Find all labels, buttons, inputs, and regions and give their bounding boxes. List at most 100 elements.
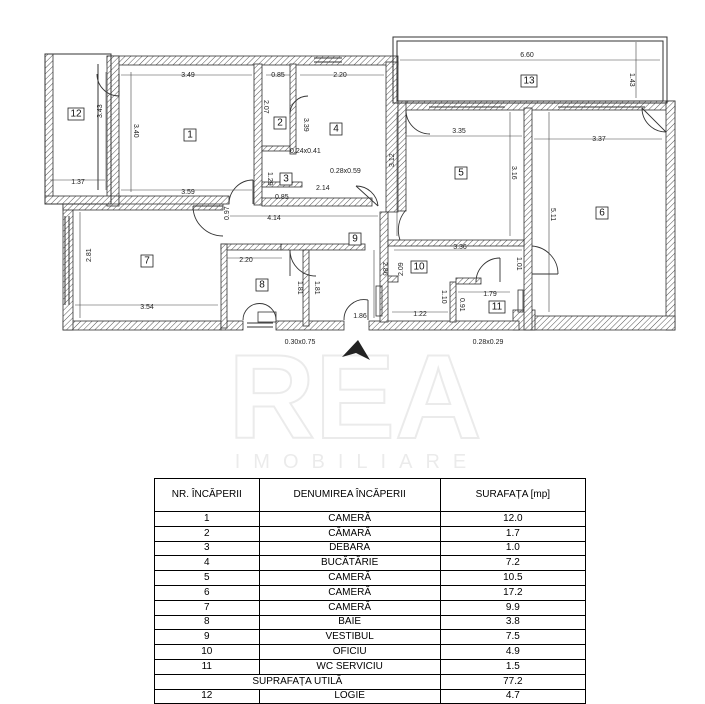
table-cell: 11	[154, 658, 260, 675]
dim-text: 1.10	[440, 290, 447, 304]
dim-text: 1.01	[515, 257, 522, 271]
dimension-labels: 6.60 1.43 3.49 0.85 2.20 2.07 3.39 3.40 …	[71, 52, 635, 346]
total-label: SUPRAFAȚA UTILĂ	[154, 673, 441, 690]
table-cell: 4.7	[439, 688, 587, 704]
doors	[96, 73, 667, 321]
room-label-1: 1	[183, 128, 197, 142]
table-cell: 8	[154, 614, 260, 631]
dim-text: 1.43	[628, 73, 635, 87]
dim-text: 5.11	[549, 208, 556, 221]
table-cell: WC SERVICIU	[258, 658, 441, 675]
room-label-10: 10	[410, 260, 428, 274]
header-name: DENUMIREA ÎNCĂPERII	[258, 478, 441, 512]
table-cell: CAMERĂ	[258, 511, 441, 527]
table-cell: VESTIBUL	[258, 629, 441, 646]
svg-text:13: 13	[523, 76, 535, 87]
room-label-7: 7	[140, 254, 154, 268]
table-cell: 5	[154, 570, 260, 586]
table-cell: 2	[154, 525, 260, 542]
table-cell: 10.5	[439, 570, 587, 586]
dim-text: 2.09	[398, 262, 405, 276]
dim-text: 3.36	[453, 244, 467, 251]
dim-text: 3.37	[592, 136, 606, 143]
dim-text: 3.16	[510, 166, 517, 180]
dimension-lines	[50, 42, 662, 318]
dim-text: 3.54	[140, 304, 154, 311]
svg-text:11: 11	[492, 302, 503, 313]
dim-text: 2.07	[262, 100, 269, 114]
table-cell: 4	[154, 555, 260, 572]
room-label-12: 12	[67, 107, 85, 121]
dim-text: 3.40	[132, 124, 139, 138]
table-cell: 4.9	[439, 644, 587, 660]
dim-text: 1.79	[483, 291, 497, 298]
windows	[64, 57, 645, 328]
header-area: SURAFAȚA [mp]	[439, 478, 587, 512]
svg-text:7: 7	[144, 256, 150, 267]
room-label-5: 5	[454, 166, 468, 180]
table-cell: LOGIE	[258, 688, 441, 704]
table-cell: OFICIU	[258, 644, 441, 660]
dim-text: 3.35	[452, 128, 466, 135]
walls	[44, 53, 676, 331]
table-cell: BAIE	[258, 614, 441, 631]
table-cell: 12	[154, 688, 260, 704]
room-label-2: 2	[273, 116, 287, 130]
dim-text: 0.85	[275, 194, 289, 201]
table-cell: BUCĂTĂRIE	[258, 555, 441, 572]
dim-text: 2.20	[333, 72, 347, 79]
dim-text: 2.20	[239, 257, 253, 264]
room-label-9: 9	[348, 232, 362, 246]
dim-text: 1.37	[71, 179, 85, 186]
table-cell: CAMERĂ	[258, 599, 441, 616]
dim-text: 1.86	[353, 313, 367, 320]
table-cell: CĂMARĂ	[258, 525, 441, 542]
svg-text:9: 9	[352, 234, 358, 245]
table-cell: 9.9	[439, 599, 587, 616]
total-value: 77.2	[439, 673, 587, 690]
room-label-4: 4	[329, 122, 343, 136]
dim-text: 6.60	[520, 52, 534, 59]
watermark-subtitle: IMOBILIARE	[235, 451, 479, 473]
floor-plan: REA IMOBILIARE	[44, 36, 676, 473]
table-cell: 10	[154, 644, 260, 660]
dim-text: 3.59	[181, 189, 195, 196]
svg-text:5: 5	[458, 168, 464, 179]
table-cell: 1.5	[439, 658, 587, 675]
dim-text: 4.14	[267, 215, 281, 222]
table-cell: 3.8	[439, 614, 587, 631]
table-cell: 7.2	[439, 555, 587, 572]
dim-text: 3.43	[97, 104, 104, 118]
table-cell: CAMERĂ	[258, 570, 441, 586]
dim-text: 1.81	[313, 281, 320, 295]
room-area-table: NR. ÎNCĂPERII DENUMIREA ÎNCĂPERII SURAFA…	[154, 478, 587, 704]
table-cell: 1	[154, 511, 260, 527]
table-cell: 7.5	[439, 629, 587, 646]
dim-text: 0.91	[458, 298, 465, 312]
room-label-3: 3	[279, 172, 293, 186]
dim-text: 0.28x0.29	[473, 339, 504, 346]
table-header-row: NR. ÎNCĂPERII DENUMIREA ÎNCĂPERII SURAFA…	[154, 478, 587, 512]
dim-text: 0.28x0.59	[330, 168, 361, 175]
room-labels: 1 2 3 4 5 6 7 8 9 10 11 12 13	[67, 74, 609, 314]
dim-text: 0.85	[271, 72, 285, 79]
dim-text: 2.86	[381, 262, 388, 276]
table-cell: 12.0	[439, 511, 587, 527]
dim-text: 2.14	[316, 185, 330, 192]
dim-text: 3.49	[181, 72, 195, 79]
room-label-13: 13	[520, 74, 538, 88]
header-nr: NR. ÎNCĂPERII	[154, 478, 260, 512]
table-cell: 1.0	[439, 540, 587, 557]
dim-text: 0.97	[224, 206, 231, 220]
table-cell: 7	[154, 599, 260, 616]
table-cell: 9	[154, 629, 260, 646]
